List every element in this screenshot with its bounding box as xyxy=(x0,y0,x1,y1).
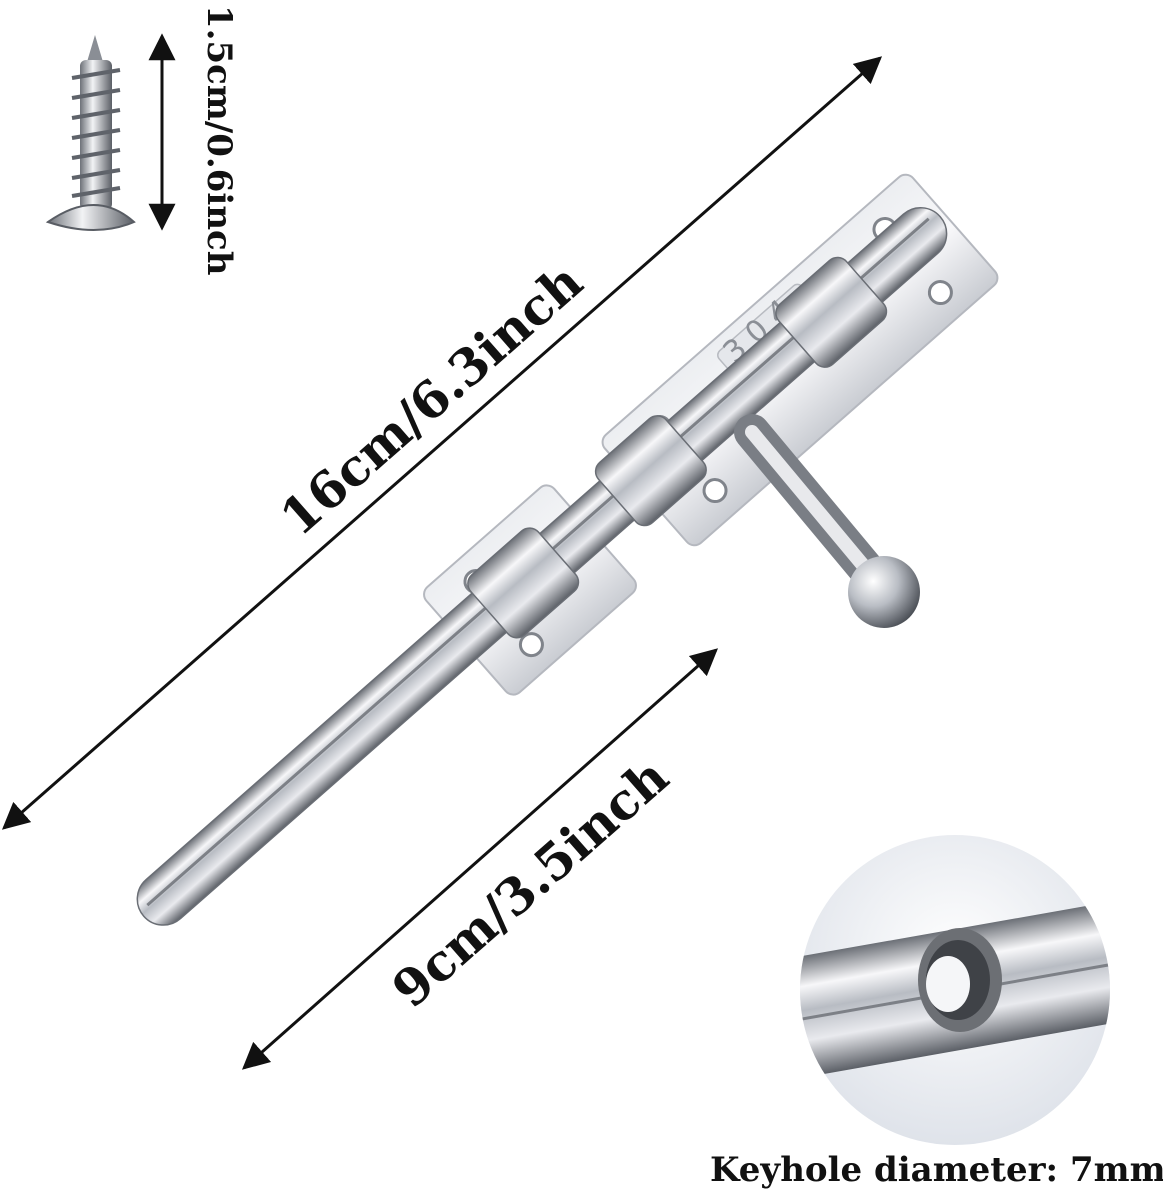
screw-image xyxy=(45,35,136,231)
bolt-length-label: 9cm/3.5inch xyxy=(381,747,680,1019)
keyhole-diameter-caption: Keyhole diameter: 7mm xyxy=(710,1150,1163,1190)
keyhole-zoom-image xyxy=(800,835,1110,1145)
bolt-length-arrow xyxy=(241,648,719,1070)
total-length-arrow xyxy=(1,56,883,830)
screw-length-label: 1.5cm/0.6inch xyxy=(199,5,239,275)
barrel-bolt-image: 304 xyxy=(136,173,999,926)
